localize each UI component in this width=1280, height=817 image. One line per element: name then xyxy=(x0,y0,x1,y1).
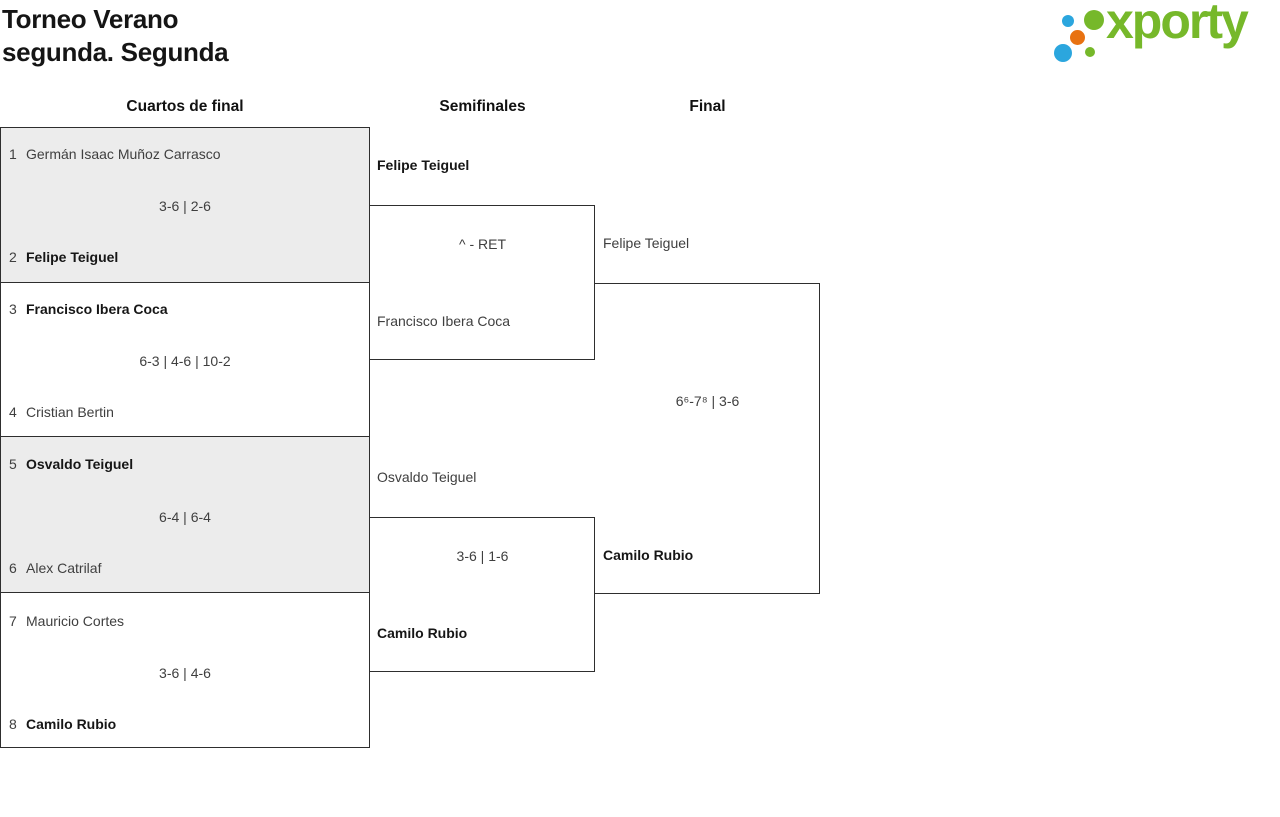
match-slot: 6 Alex Catrilaf xyxy=(9,558,365,579)
logo-wordmark: xporty xyxy=(1106,0,1249,49)
seed-number: 2 xyxy=(9,249,17,265)
logo-dot-blue-large xyxy=(1054,44,1072,62)
seed-number: 5 xyxy=(9,456,17,472)
player-name: Felipe Teiguel xyxy=(603,235,690,251)
player-name: Francisco Ibera Coca xyxy=(377,313,511,329)
player-name: Cristian Bertin xyxy=(26,404,114,420)
player-name: Germán Isaac Muñoz Carrasco xyxy=(26,146,221,162)
seed-number: 3 xyxy=(9,301,17,317)
logo-dot-green-small xyxy=(1085,47,1095,57)
match-score: 3-6 | 1-6 xyxy=(456,548,509,564)
match-score: 3-6 | 2-6 xyxy=(159,198,211,214)
player-name: Camilo Rubio xyxy=(603,547,694,563)
player-name: Francisco Ibera Coca xyxy=(26,301,168,317)
logo-dot-orange xyxy=(1070,30,1085,45)
seed-number: 4 xyxy=(9,404,17,420)
player-name: Felipe Teiguel xyxy=(377,157,470,173)
seed-number: 8 xyxy=(9,716,17,732)
player-name: Osvaldo Teiguel xyxy=(377,469,477,485)
quarterfinal-1-box: 1 Germán Isaac Muñoz Carrasco 3-6 | 2-6 … xyxy=(0,127,370,283)
match-slot: 8 Camilo Rubio xyxy=(9,714,365,735)
match-slot: 2 Felipe Teiguel xyxy=(9,247,365,268)
quarterfinal-3-box: 5 Osvaldo Teiguel 6-4 | 6-4 6 Alex Catri… xyxy=(0,437,370,593)
match-slot: 7 Mauricio Cortes xyxy=(9,611,365,632)
round-header-final: Final xyxy=(689,98,726,115)
match-score: 6⁶-7⁸ | 3-6 xyxy=(675,393,740,409)
tournament-title: Torneo Verano segunda. Segunda xyxy=(2,3,229,69)
logo-dot-blue-small xyxy=(1062,15,1074,27)
final-box xyxy=(595,283,820,594)
match-score: ^ - RET xyxy=(458,236,506,252)
player-name: Camilo Rubio xyxy=(26,716,117,732)
player-name: Camilo Rubio xyxy=(377,625,468,641)
quarterfinal-4-box: 7 Mauricio Cortes 3-6 | 4-6 8 Camilo Rub… xyxy=(0,593,370,748)
xporty-logo[interactable]: xporty xyxy=(1048,0,1280,70)
player-name: Osvaldo Teiguel xyxy=(26,456,134,472)
match-slot: 5 Osvaldo Teiguel xyxy=(9,454,365,475)
seed-number: 7 xyxy=(9,613,17,629)
tournament-title-line1: Torneo Verano xyxy=(2,4,179,34)
player-name: Alex Catrilaf xyxy=(26,560,102,576)
match-score: 3-6 | 4-6 xyxy=(159,665,211,681)
match-score: 6-4 | 6-4 xyxy=(159,509,211,525)
logo-dot-green-large xyxy=(1084,10,1104,30)
match-slot: 4 Cristian Bertin xyxy=(9,402,365,423)
semifinal-1-box xyxy=(370,205,595,360)
match-slot: 1 Germán Isaac Muñoz Carrasco xyxy=(9,144,365,165)
seed-number: 1 xyxy=(9,146,17,162)
match-slot: 3 Francisco Ibera Coca xyxy=(9,299,365,320)
seed-number: 6 xyxy=(9,560,17,576)
player-name: Mauricio Cortes xyxy=(26,613,125,629)
quarterfinal-2-box: 3 Francisco Ibera Coca 6-3 | 4-6 | 10-2 … xyxy=(0,283,370,437)
match-score: 6-3 | 4-6 | 10-2 xyxy=(139,353,231,369)
player-name: Felipe Teiguel xyxy=(26,249,119,265)
semifinal-2-box xyxy=(370,517,595,672)
tournament-title-line2: segunda. Segunda xyxy=(2,37,229,67)
round-header-quarterfinals: Cuartos de final xyxy=(126,98,244,115)
round-header-semifinals: Semifinales xyxy=(439,98,526,115)
